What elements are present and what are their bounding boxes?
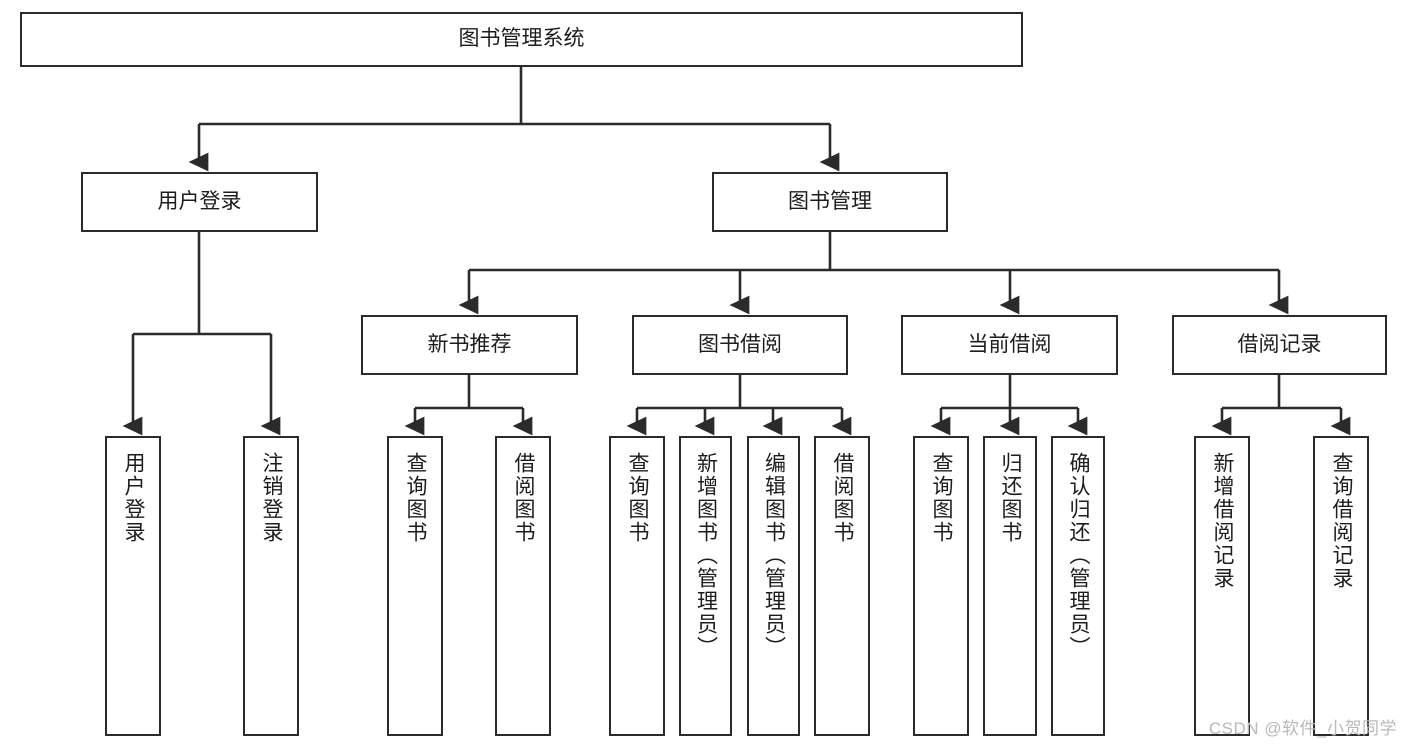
- leaf-new-book-borrow-label: 借阅图书: [512, 452, 536, 544]
- leaf-book-borrow-borrow-label: 借阅图书: [831, 452, 855, 544]
- leaf-book-borrow-query[interactable]: 查询图书: [609, 436, 665, 736]
- leaf-new-book-query[interactable]: 查询图书: [387, 436, 443, 736]
- watermark-text: CSDN @软件_小贺同学: [1208, 719, 1397, 738]
- leaf-current-borrow-return-label: 归还图书: [999, 452, 1023, 544]
- leaf-user-login-signout-label: 注销登录: [260, 452, 284, 544]
- node-borrow-record[interactable]: 借阅记录: [1172, 315, 1387, 375]
- leaf-borrow-record-add-label: 新增借阅记录: [1211, 452, 1235, 590]
- node-book-management[interactable]: 图书管理: [712, 172, 948, 232]
- leaf-borrow-record-query-label: 查询借阅记录: [1330, 452, 1354, 590]
- leaf-book-borrow-edit[interactable]: 编辑图书（管理员）: [747, 436, 800, 736]
- leaf-book-borrow-query-label: 查询图书: [626, 452, 650, 544]
- leaf-book-borrow-edit-label: 编辑图书（管理员）: [762, 452, 786, 659]
- leaf-book-borrow-add-label: 新增图书（管理员）: [694, 452, 718, 659]
- node-book-management-label: 图书管理: [788, 189, 872, 213]
- leaf-new-book-query-label: 查询图书: [404, 452, 428, 544]
- leaf-user-login-signin-label: 用户登录: [122, 452, 146, 544]
- leaf-current-borrow-query[interactable]: 查询图书: [913, 436, 969, 736]
- node-current-borrow-label: 当前借阅: [967, 332, 1052, 356]
- node-user-login-label: 用户登录: [157, 189, 242, 213]
- leaf-current-borrow-confirm[interactable]: 确认归还（管理员）: [1051, 436, 1105, 736]
- node-root[interactable]: 图书管理系统: [20, 12, 1023, 67]
- node-borrow-record-label: 借阅记录: [1237, 332, 1322, 356]
- node-new-book-recommend-label: 新书推荐: [427, 332, 512, 356]
- leaf-new-book-borrow[interactable]: 借阅图书: [495, 436, 551, 736]
- node-new-book-recommend[interactable]: 新书推荐: [361, 315, 578, 375]
- leaf-borrow-record-add[interactable]: 新增借阅记录: [1194, 436, 1250, 736]
- node-book-borrow-label: 图书借阅: [698, 332, 782, 356]
- leaf-user-login-signout[interactable]: 注销登录: [243, 436, 299, 736]
- leaf-user-login-signin[interactable]: 用户登录: [105, 436, 161, 736]
- leaf-borrow-record-query[interactable]: 查询借阅记录: [1313, 436, 1369, 736]
- node-current-borrow[interactable]: 当前借阅: [901, 315, 1118, 375]
- node-book-borrow[interactable]: 图书借阅: [632, 315, 848, 375]
- leaf-current-borrow-return[interactable]: 归还图书: [983, 436, 1037, 736]
- leaf-book-borrow-borrow[interactable]: 借阅图书: [814, 436, 870, 736]
- node-user-login[interactable]: 用户登录: [81, 172, 318, 232]
- leaf-book-borrow-add[interactable]: 新增图书（管理员）: [679, 436, 732, 736]
- leaf-current-borrow-query-label: 查询图书: [930, 452, 954, 544]
- leaf-current-borrow-confirm-label: 确认归还（管理员）: [1067, 452, 1091, 659]
- node-root-label: 图书管理系统: [458, 27, 585, 51]
